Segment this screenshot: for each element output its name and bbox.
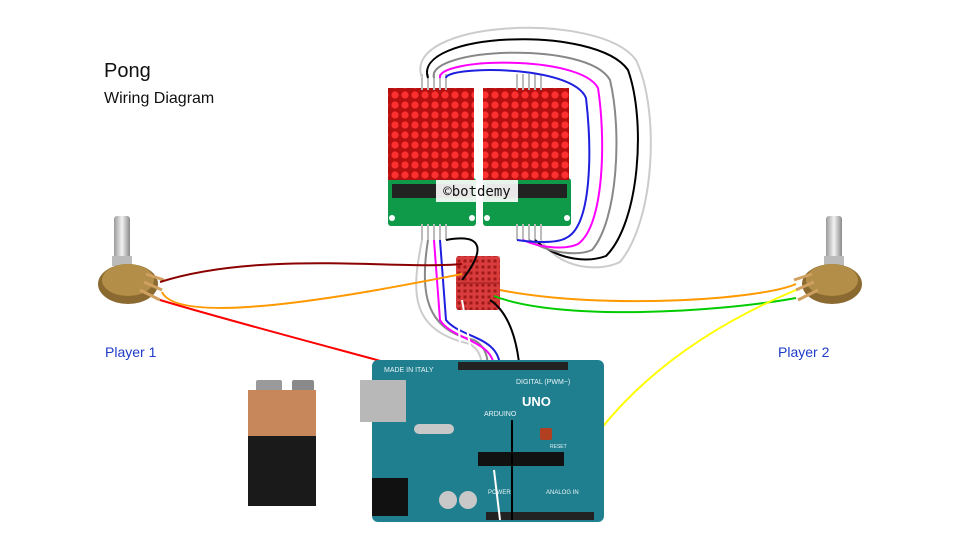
power-label: POWER <box>488 490 511 496</box>
board-pcb <box>372 360 604 522</box>
pot-shaft <box>826 216 842 262</box>
pot-shaft <box>114 216 130 262</box>
reset-label: RESET <box>550 444 567 450</box>
digital-header <box>458 362 568 370</box>
led-matrix-module-1 <box>388 74 476 240</box>
diagram-subtitle: Wiring Diagram <box>104 90 215 107</box>
led-matrix-module-2 <box>483 74 571 240</box>
digital-label: DIGITAL (PWM~) <box>516 379 570 386</box>
inter-module-wires <box>419 26 652 269</box>
battery-body <box>248 436 316 506</box>
arduino-uno-board: MADE IN ITALY DIGITAL (PWM~) ARDUINO UNO… <box>360 360 604 522</box>
power-jack <box>372 478 408 516</box>
header-wire-ends <box>493 420 513 521</box>
mcu-chip <box>478 452 564 466</box>
potentiometer-player-1 <box>98 216 165 304</box>
potentiometer-player-2 <box>793 216 862 304</box>
led-dots <box>483 88 569 180</box>
analog-label: ANALOG IN <box>546 490 579 496</box>
diagram-title: Pong <box>104 60 151 82</box>
battery-top <box>248 390 316 436</box>
model-text: UNO <box>522 394 551 409</box>
player-2-label: Player 2 <box>778 344 830 360</box>
reset-button <box>540 428 552 440</box>
watermark: ©botdemy <box>436 180 518 202</box>
battery-9v <box>248 380 316 506</box>
brand-text: ARDUINO <box>484 411 517 418</box>
usb-port <box>360 380 406 422</box>
analog-header <box>486 512 594 520</box>
made-in-text: MADE IN ITALY <box>384 367 434 374</box>
watermark-text: ©botdemy <box>443 184 510 200</box>
player-1-label: Player 1 <box>105 344 157 360</box>
led-dots <box>388 88 474 180</box>
